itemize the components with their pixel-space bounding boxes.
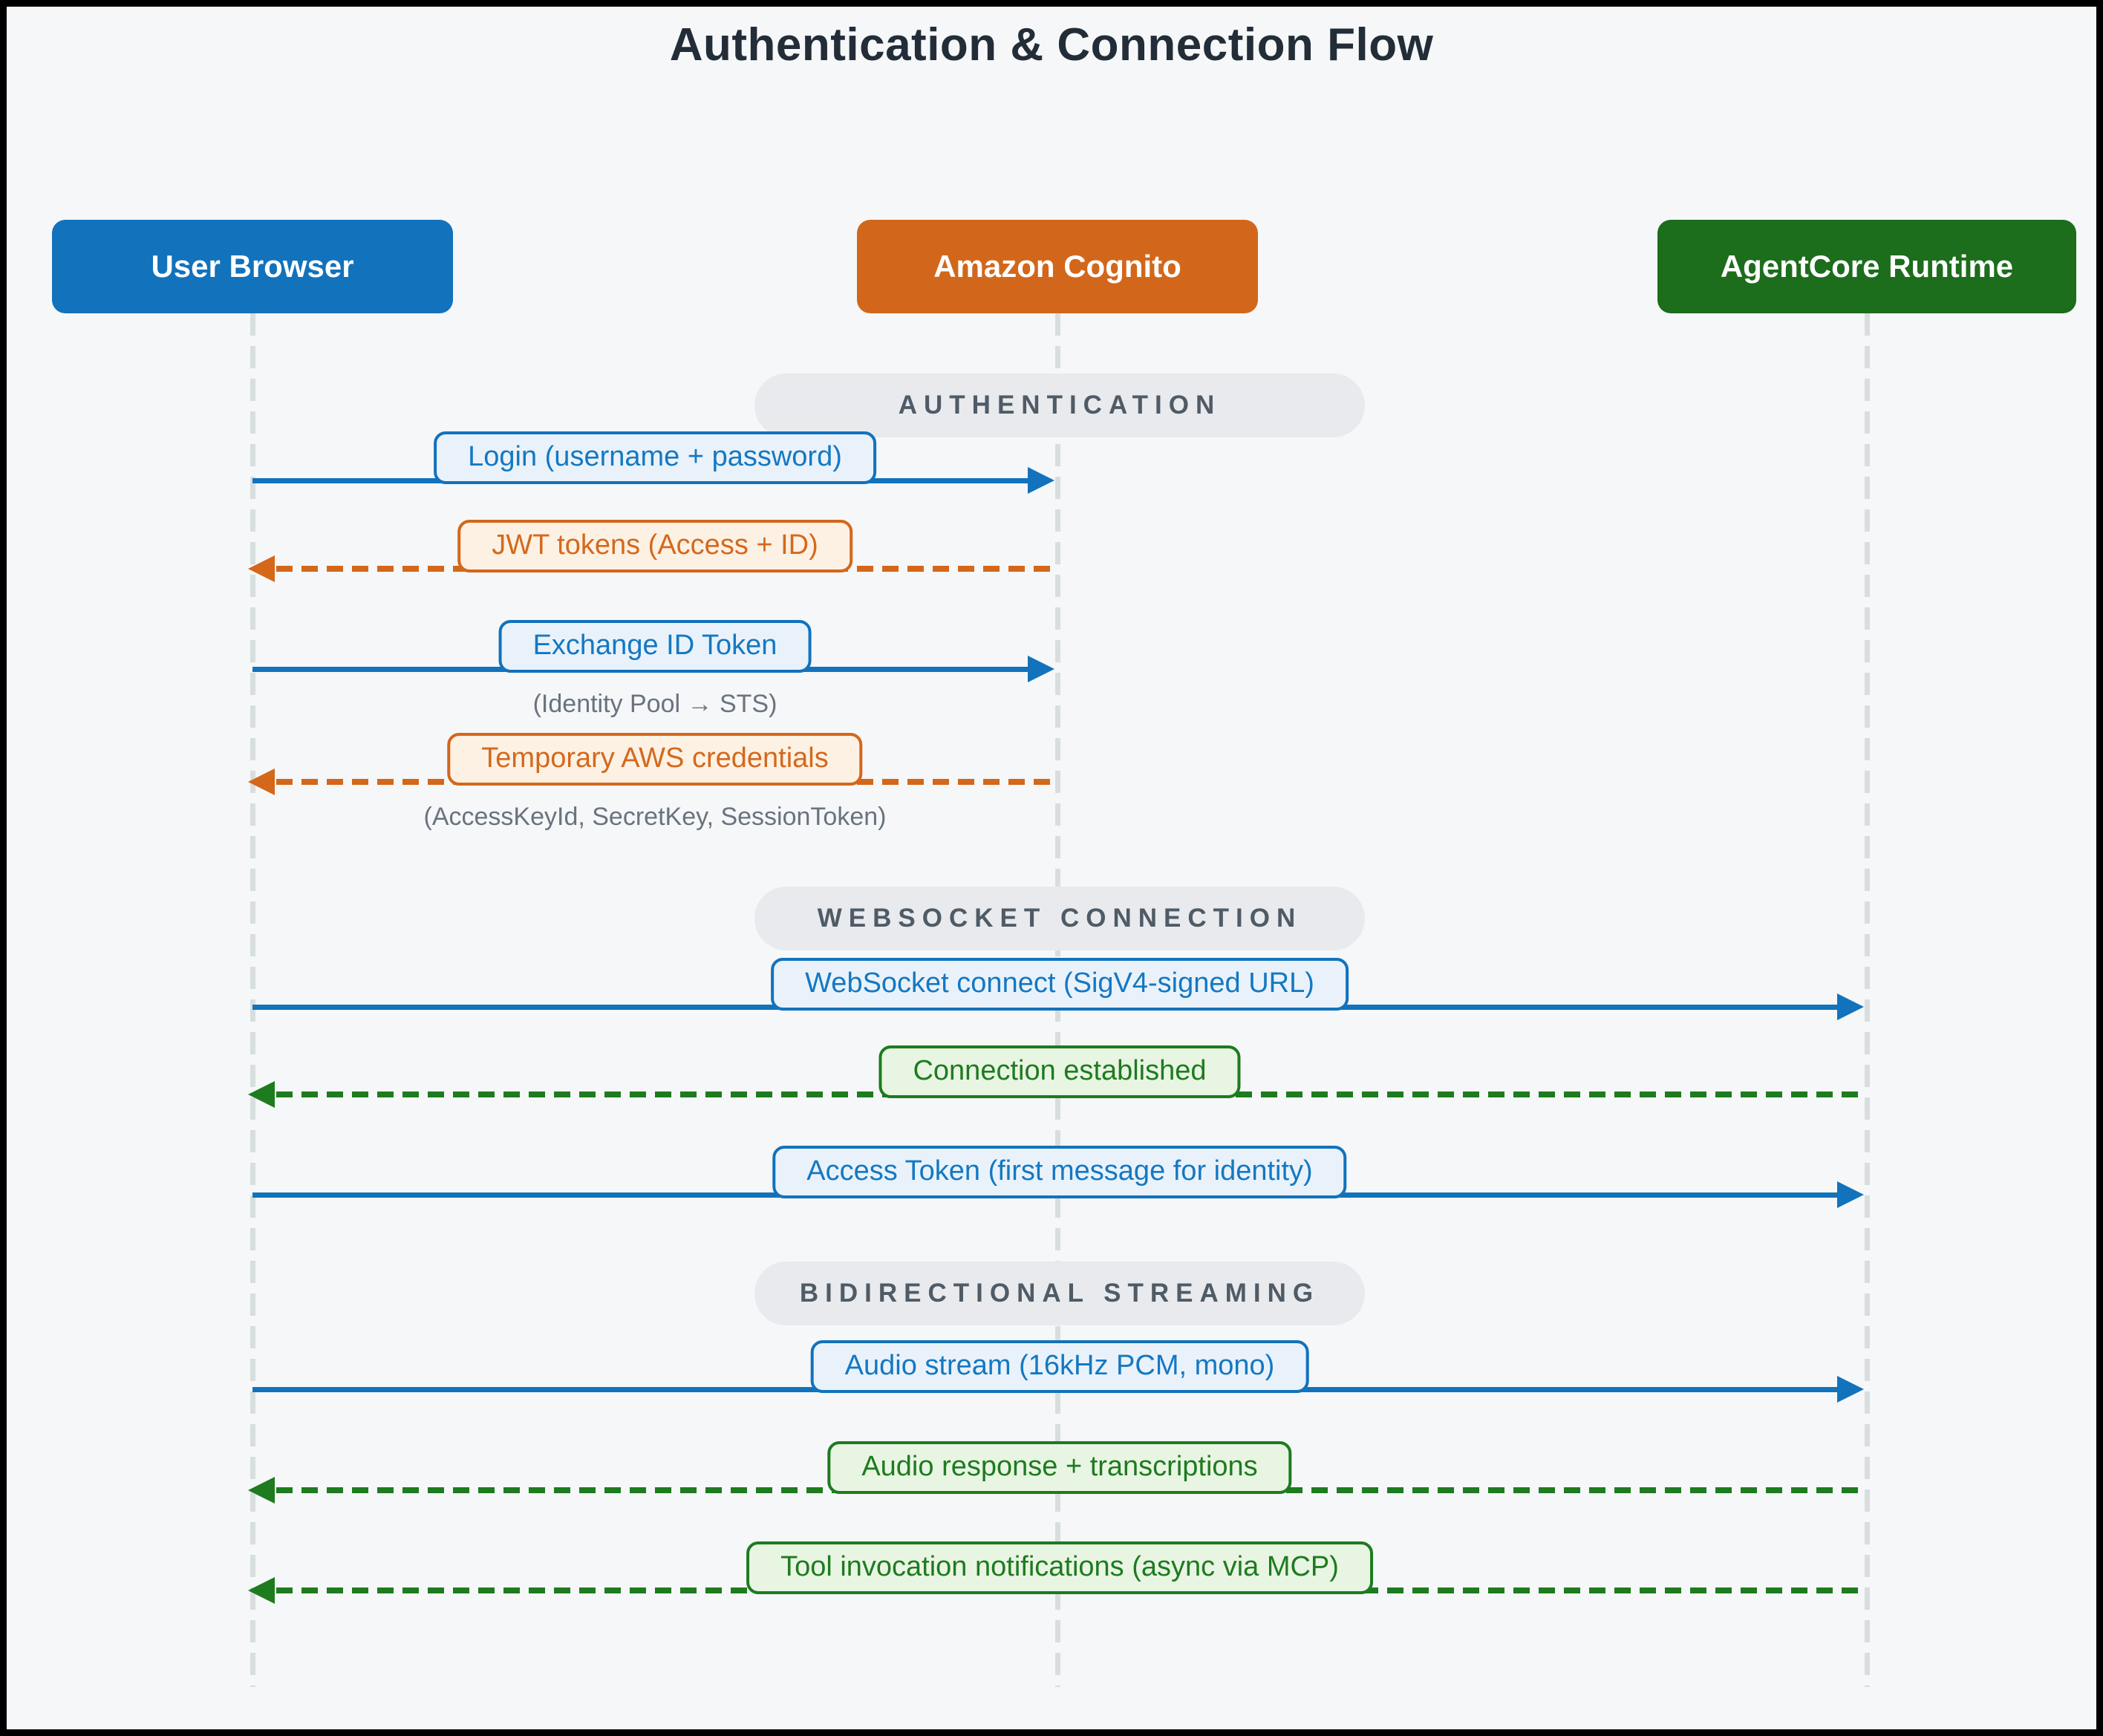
arrowhead-right [1837, 993, 1864, 1020]
actor-amazon-cognito: Amazon Cognito [857, 220, 1258, 313]
message-text: Login (username + password) [468, 441, 842, 472]
message-label-access-token-first-message-for-identity: Access Token (first message for identity… [772, 1146, 1347, 1198]
arrowhead-left [248, 1081, 275, 1108]
arrowhead-right [1837, 1376, 1864, 1403]
message-text: Exchange ID Token [532, 630, 777, 661]
message-label-login-username-password: Login (username + password) [434, 431, 876, 484]
section-header-bidirectional-streaming: BIDIRECTIONAL STREAMING [754, 1262, 1365, 1325]
message-text: Access Token (first message for identity… [806, 1155, 1313, 1187]
actor-label: Amazon Cognito [933, 249, 1181, 284]
message-note: (AccessKeyId, SecretKey, SessionToken) [423, 803, 887, 831]
diagram-title: Authentication & Connection Flow [669, 19, 1434, 71]
arrowhead-left [248, 1477, 275, 1504]
section-header-label: WEBSOCKET CONNECTION [817, 904, 1302, 933]
section-header-label: AUTHENTICATION [898, 391, 1222, 420]
message-label-audio-stream-16khz-pcm-mono: Audio stream (16kHz PCM, mono) [810, 1340, 1309, 1393]
message-text: Tool invocation notifications (async via… [780, 1551, 1339, 1582]
actor-label: AgentCore Runtime [1720, 249, 2014, 284]
actor-user-browser: User Browser [52, 220, 453, 313]
message-note: (Identity Pool → STS) [532, 690, 777, 718]
section-header-authentication: AUTHENTICATION [754, 373, 1365, 437]
arrowhead-left [248, 769, 275, 795]
actor-label: User Browser [151, 249, 354, 284]
actor-agentcore-runtime: AgentCore Runtime [1657, 220, 2076, 313]
message-label-tool-invocation-notifications-async-via-mcp: Tool invocation notifications (async via… [746, 1541, 1373, 1594]
arrowhead-right [1837, 1181, 1864, 1208]
message-label-audio-response-transcriptions: Audio response + transcriptions [827, 1441, 1292, 1494]
arrowhead-right [1028, 467, 1054, 494]
message-label-temporary-aws-credentials: Temporary AWS credentials [447, 733, 863, 786]
lifeline-agentcore-runtime [1865, 313, 1870, 1687]
lifeline-user-browser [250, 313, 255, 1687]
arrowhead-left [248, 1577, 275, 1604]
message-label-connection-established: Connection established [878, 1045, 1241, 1098]
section-header-websocket-connection: WEBSOCKET CONNECTION [754, 887, 1365, 950]
message-label-websocket-connect-sigv4-signed-url: WebSocket connect (SigV4-signed URL) [771, 958, 1349, 1011]
arrowhead-left [248, 555, 275, 582]
message-text: Temporary AWS credentials [481, 743, 829, 774]
message-text: WebSocket connect (SigV4-signed URL) [805, 967, 1314, 999]
message-text: Audio response + transcriptions [861, 1451, 1258, 1482]
message-text: JWT tokens (Access + ID) [492, 529, 818, 561]
message-label-exchange-id-token: Exchange ID Token [498, 620, 812, 673]
message-text: Audio stream (16kHz PCM, mono) [844, 1350, 1275, 1381]
section-header-label: BIDIRECTIONAL STREAMING [799, 1279, 1320, 1308]
arrowhead-right [1028, 656, 1054, 682]
message-text: Connection established [913, 1055, 1207, 1086]
message-label-jwt-tokens-access-id: JWT tokens (Access + ID) [457, 520, 852, 572]
